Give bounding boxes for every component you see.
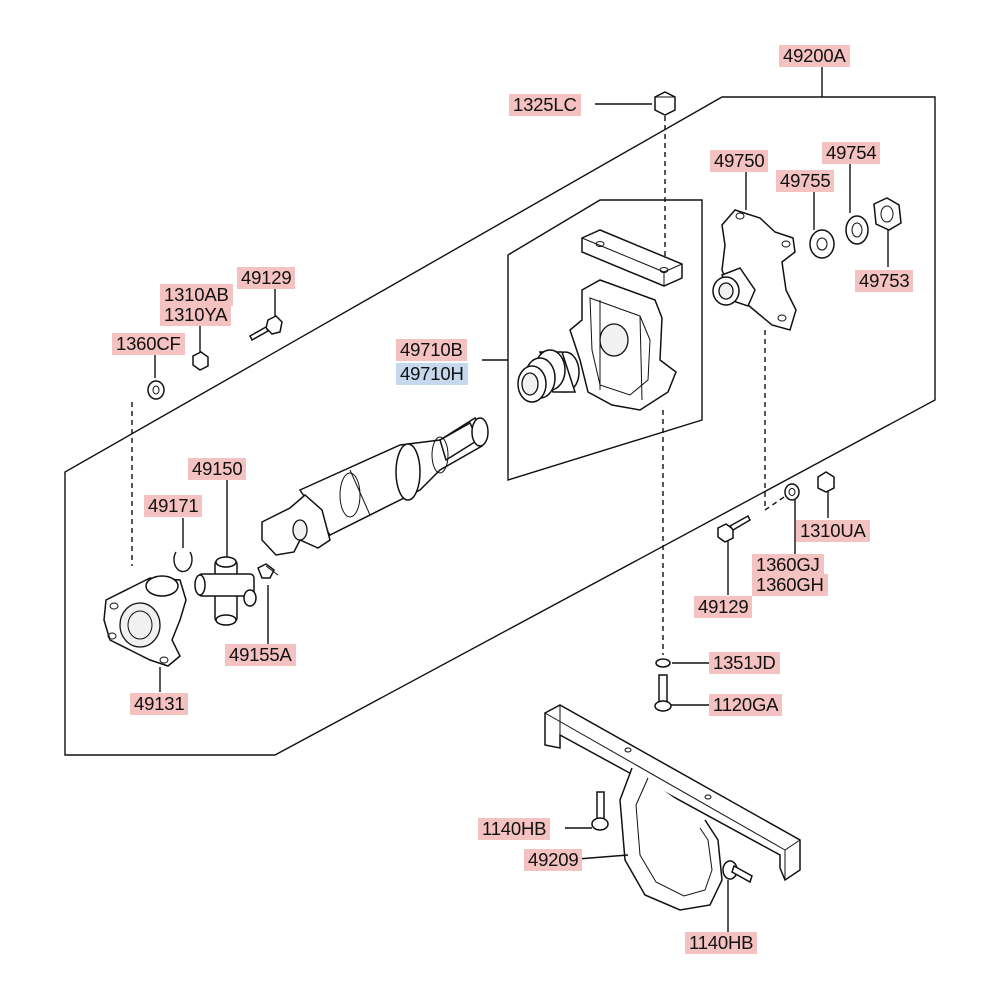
part-label-49155A[interactable]: 49155A xyxy=(225,644,296,666)
part-label-1360GJ[interactable]: 1360GJ xyxy=(752,554,824,576)
part-label-1351JD[interactable]: 1351JD xyxy=(709,652,780,674)
bolt-1120GA-part xyxy=(654,674,672,712)
part-label-1140HB-bottom[interactable]: 1140HB xyxy=(685,932,758,954)
bolt-1140HB-left-part xyxy=(591,791,609,831)
bolt-49129-top-part xyxy=(249,315,283,342)
part-label-49131[interactable]: 49131 xyxy=(130,693,189,715)
part-label-49753[interactable]: 49753 xyxy=(855,270,914,292)
bolt-49129-bottom-part xyxy=(717,514,751,543)
nut-1310UA-part xyxy=(817,471,835,493)
crossmember-49209-part xyxy=(544,704,801,911)
rubber-cushion-part xyxy=(517,349,580,403)
bearing-plate-part xyxy=(581,229,683,287)
grease-fitting-part xyxy=(257,563,279,579)
washer-49755-part xyxy=(809,229,835,259)
part-label-49200A[interactable]: 49200A xyxy=(779,45,850,67)
dash-right-mount xyxy=(764,494,788,511)
washer-1360CF-part xyxy=(147,380,165,400)
washer-1360GJ-part xyxy=(784,483,800,501)
snap-ring-part xyxy=(173,551,193,573)
part-label-1310YA[interactable]: 1310YA xyxy=(160,304,232,326)
part-label-49209[interactable]: 49209 xyxy=(524,849,583,871)
washer-1351JD-part xyxy=(655,658,671,668)
center-bearing-housing-part xyxy=(569,279,677,411)
part-label-1360GH[interactable]: 1360GH xyxy=(752,574,828,596)
part-label-49755[interactable]: 49755 xyxy=(776,170,835,192)
part-label-1140HB-left[interactable]: 1140HB xyxy=(478,818,551,840)
companion-flange-part xyxy=(712,209,797,331)
part-label-49750[interactable]: 49750 xyxy=(710,150,769,172)
part-label-1310AB[interactable]: 1310AB xyxy=(160,284,233,306)
part-label-49710H[interactable]: 49710H xyxy=(396,363,468,385)
washer-49754-part xyxy=(845,215,869,245)
part-label-49710B[interactable]: 49710B xyxy=(396,339,467,361)
center-bearing-box xyxy=(507,199,703,481)
part-label-1325LC[interactable]: 1325LC xyxy=(509,94,581,116)
propeller-shaft-tube-part xyxy=(298,417,489,536)
part-label-49754[interactable]: 49754 xyxy=(822,142,881,164)
part-label-49150[interactable]: 49150 xyxy=(188,458,247,480)
part-label-1310UA[interactable]: 1310UA xyxy=(796,520,870,542)
part-label-1120GA[interactable]: 1120GA xyxy=(709,694,783,716)
part-label-49171[interactable]: 49171 xyxy=(144,495,203,517)
nut-49753-part xyxy=(873,197,902,231)
nut-1325LC-part xyxy=(654,91,676,116)
part-label-49129-top[interactable]: 49129 xyxy=(237,267,296,289)
assembly-boundary xyxy=(64,96,936,756)
shaft-yoke-part xyxy=(261,494,331,556)
part-label-49129-bottom[interactable]: 49129 xyxy=(694,596,753,618)
nut-1310YA-part xyxy=(192,351,209,371)
part-label-1360CF[interactable]: 1360CF xyxy=(112,333,185,355)
spider-49150-part xyxy=(194,556,257,626)
bolt-1140HB-bottom-part xyxy=(722,860,753,884)
flange-yoke-part xyxy=(103,575,187,667)
